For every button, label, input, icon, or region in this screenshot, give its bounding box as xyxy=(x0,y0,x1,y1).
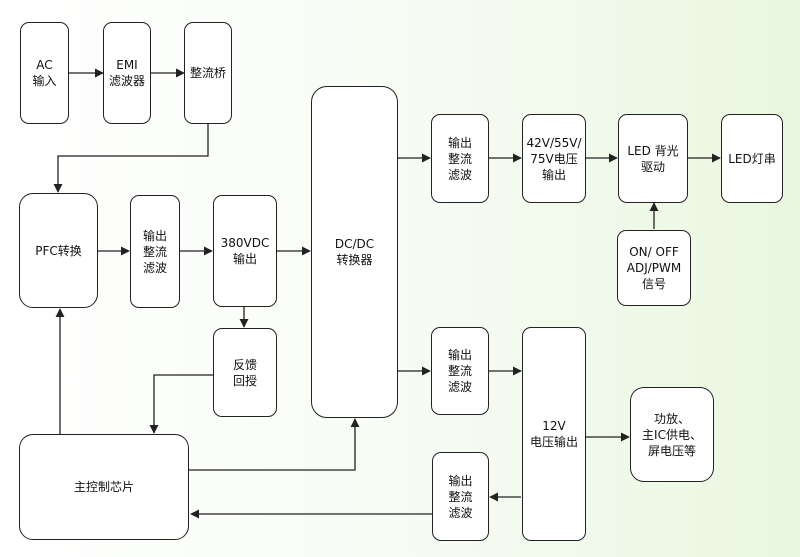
node-filter-1: 输出 整流 滤波 xyxy=(130,195,180,308)
arrow-mcu-to-dcdc xyxy=(189,418,360,471)
node-rectifier-bridge: 整流桥 xyxy=(184,22,232,124)
node-filter-1-label: 输出 整流 滤波 xyxy=(142,228,167,275)
arrow-feedback-to-mcu xyxy=(149,374,213,434)
node-dcdc: DC/DC 转换器 xyxy=(311,86,398,418)
node-led-driver: LED 背光 驱动 xyxy=(618,114,688,203)
node-filter-mid: 输出 整流 滤波 xyxy=(431,327,489,415)
node-pfc: PFC转换 xyxy=(19,193,98,308)
node-voltage-output: 42V/55V/ 75V电压 输出 xyxy=(522,114,586,203)
node-380vdc: 380VDC 输出 xyxy=(213,195,277,307)
arrow-bridge-to-pfc xyxy=(53,124,209,193)
node-led-lamp-label: LED灯串 xyxy=(728,151,776,166)
node-filter-top-label: 输出 整流 滤波 xyxy=(447,135,472,182)
node-dcdc-label: DC/DC 转换器 xyxy=(334,237,375,267)
node-filter-bottom: 输出 整流 滤波 xyxy=(432,452,489,541)
node-led-driver-label: LED 背光 驱动 xyxy=(627,143,679,174)
node-control-signal-label: ON/ OFF ADJ/PWM 信号 xyxy=(626,245,682,291)
node-feedback-label: 反馈 回授 xyxy=(232,357,257,388)
node-filter-mid-label: 输出 整流 滤波 xyxy=(447,348,472,394)
node-voltage-output-label: 42V/55V/ 75V电压 输出 xyxy=(526,135,582,182)
node-feedback: 反馈 回授 xyxy=(213,328,277,417)
node-loads-label: 功放、 主IC供电、 屏电压等 xyxy=(642,411,702,458)
node-main-controller: 主控制芯片 xyxy=(19,434,189,540)
node-ac-input: AC 输入 xyxy=(20,22,69,124)
node-12v-output-label: 12V 电压输出 xyxy=(529,419,578,449)
node-filter-top: 输出 整流 滤波 xyxy=(431,114,489,203)
node-ac-input-label: AC 输入 xyxy=(32,58,57,88)
node-main-controller-label: 主控制芯片 xyxy=(73,480,134,494)
node-led-lamp: LED灯串 xyxy=(721,114,783,203)
node-loads: 功放、 主IC供电、 屏电压等 xyxy=(630,387,714,482)
node-filter-bottom-label: 输出 整流 滤波 xyxy=(448,473,473,520)
node-control-signal: ON/ OFF ADJ/PWM 信号 xyxy=(617,230,691,306)
node-380vdc-label: 380VDC 输出 xyxy=(220,236,270,266)
node-emi-filter-label: EMI 滤波器 xyxy=(108,58,145,88)
node-12v-output: 12V 电压输出 xyxy=(522,327,586,541)
node-rectifier-bridge-label: 整流桥 xyxy=(189,66,226,80)
node-emi-filter: EMI 滤波器 xyxy=(103,22,151,124)
node-pfc-label: PFC转换 xyxy=(35,243,82,258)
